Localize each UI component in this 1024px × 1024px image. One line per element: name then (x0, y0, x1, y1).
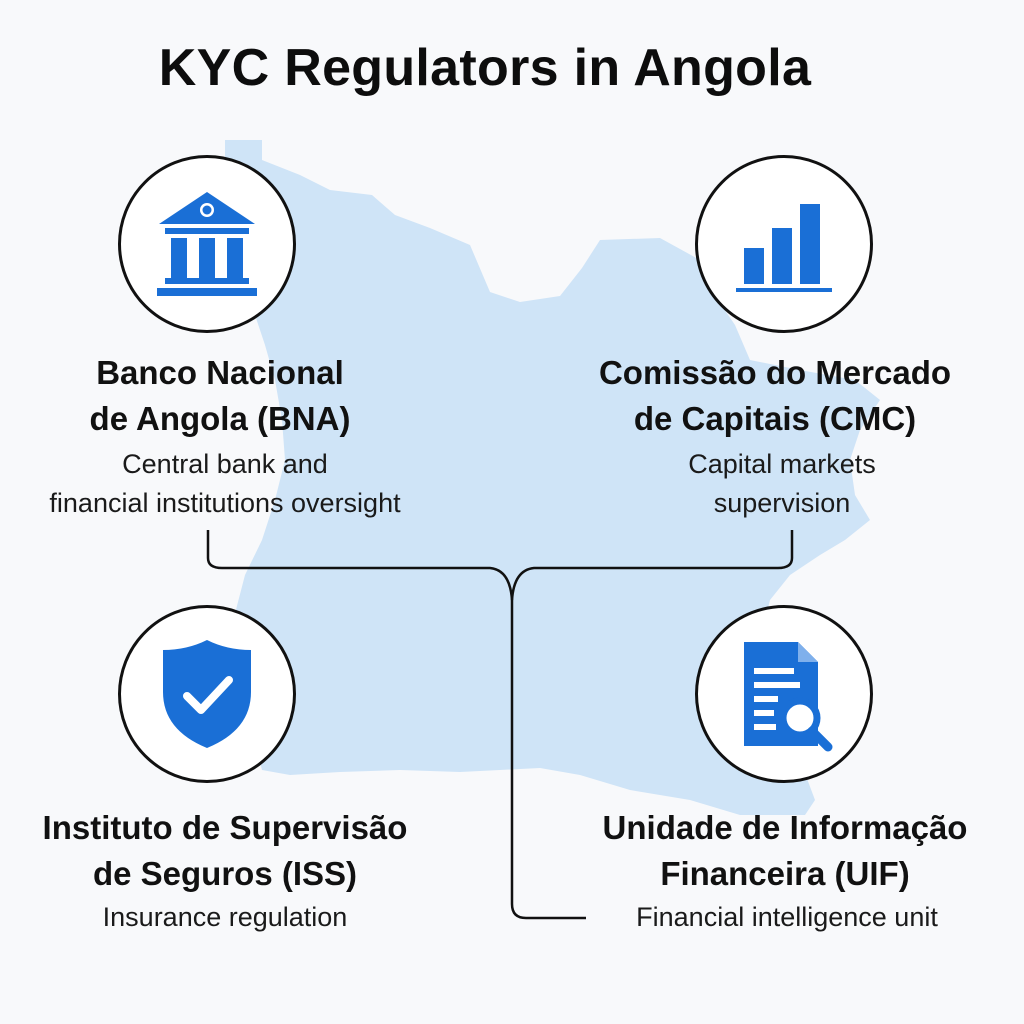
bna-description-line-2: financial institutions oversight (49, 488, 401, 518)
iss-description: Insurance regulation (20, 898, 430, 937)
cmc-name-line-1: Comissão do Mercado (598, 354, 952, 391)
bna-description: Central bank and financial institutions … (10, 445, 440, 523)
iss-name-line-1: Instituto de Supervisão (42, 809, 408, 846)
cmc-name-line-2: de Capitais (CMC) (633, 400, 917, 437)
bna-name: Banco Nacional de Angola (BNA) (40, 350, 400, 442)
page-title: KYC Regulators in Angola (158, 39, 812, 97)
document-search-icon (744, 642, 833, 752)
bna-name-line-1: Banco Nacional (96, 354, 344, 391)
connector-right-branch (510, 530, 794, 601)
bna-icon-circle (118, 155, 296, 333)
uif-name: Unidade de Informação Financeira (UIF) (575, 805, 995, 897)
iss-name-line-2: de Seguros (ISS) (92, 855, 358, 892)
bna-description-line-1: Central bank and (122, 449, 328, 479)
cmc-name: Comissão do Mercado de Capitais (CMC) (565, 350, 985, 442)
cmc-description: Capital markets supervision (610, 445, 954, 523)
bank-building-icon (157, 192, 257, 296)
shield-check-icon (163, 640, 251, 748)
uif-name-line-1: Unidade de Informação (602, 809, 968, 846)
connector-left-branch (206, 530, 514, 601)
bar-chart-icon (736, 204, 832, 292)
uif-name-line-2: Financeira (UIF) (660, 855, 910, 892)
cmc-icon-circle (695, 155, 873, 333)
iss-description-line-1: Insurance regulation (102, 902, 348, 932)
uif-icon-circle (695, 605, 873, 783)
iss-icon-circle (118, 605, 296, 783)
uif-description-line-1: Financial intelligence unit (636, 902, 938, 932)
cmc-description-line-1: Capital markets (688, 449, 876, 479)
connector-trunk (510, 600, 586, 920)
iss-name: Instituto de Supervisão de Seguros (ISS) (10, 805, 440, 897)
bna-name-line-2: de Angola (BNA) (89, 400, 351, 437)
uif-description: Financial intelligence unit (590, 898, 984, 937)
cmc-description-line-2: supervision (713, 488, 851, 518)
